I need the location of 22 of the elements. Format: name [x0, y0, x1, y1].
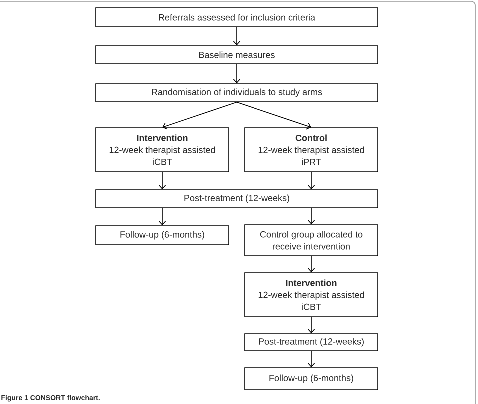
arrow	[308, 351, 316, 368]
process-box: Post-treatment (12-weeks)	[244, 334, 378, 352]
arrow	[233, 27, 241, 46]
process-box: Control group allocated to receive intervention	[244, 224, 378, 256]
arrow	[158, 172, 166, 190]
arrow	[308, 172, 316, 190]
arrow	[308, 256, 316, 273]
process-box: Post-treatment (12-weeks)	[96, 190, 378, 208]
arrow	[158, 208, 166, 226]
arrow	[236, 102, 312, 130]
process-box: Referrals assessed for inclusion criteria	[96, 8, 378, 28]
process-box: Intervention 12-week therapist assisted iCBT	[96, 128, 230, 172]
process-box: Randomisation of individuals to study arms	[96, 84, 378, 102]
process-box: Intervention 12-week therapist assisted iCBT	[244, 272, 378, 318]
arrow	[162, 102, 238, 130]
arrow	[308, 208, 316, 225]
arrow	[308, 317, 316, 334]
process-box: Follow-up (6-months)	[244, 368, 378, 390]
process-box: Baseline measures	[96, 46, 378, 64]
process-box: Control 12-week therapist assisted iPRT	[244, 128, 378, 172]
process-box: Follow-up (6-months)	[96, 226, 230, 246]
arrow	[233, 64, 241, 84]
